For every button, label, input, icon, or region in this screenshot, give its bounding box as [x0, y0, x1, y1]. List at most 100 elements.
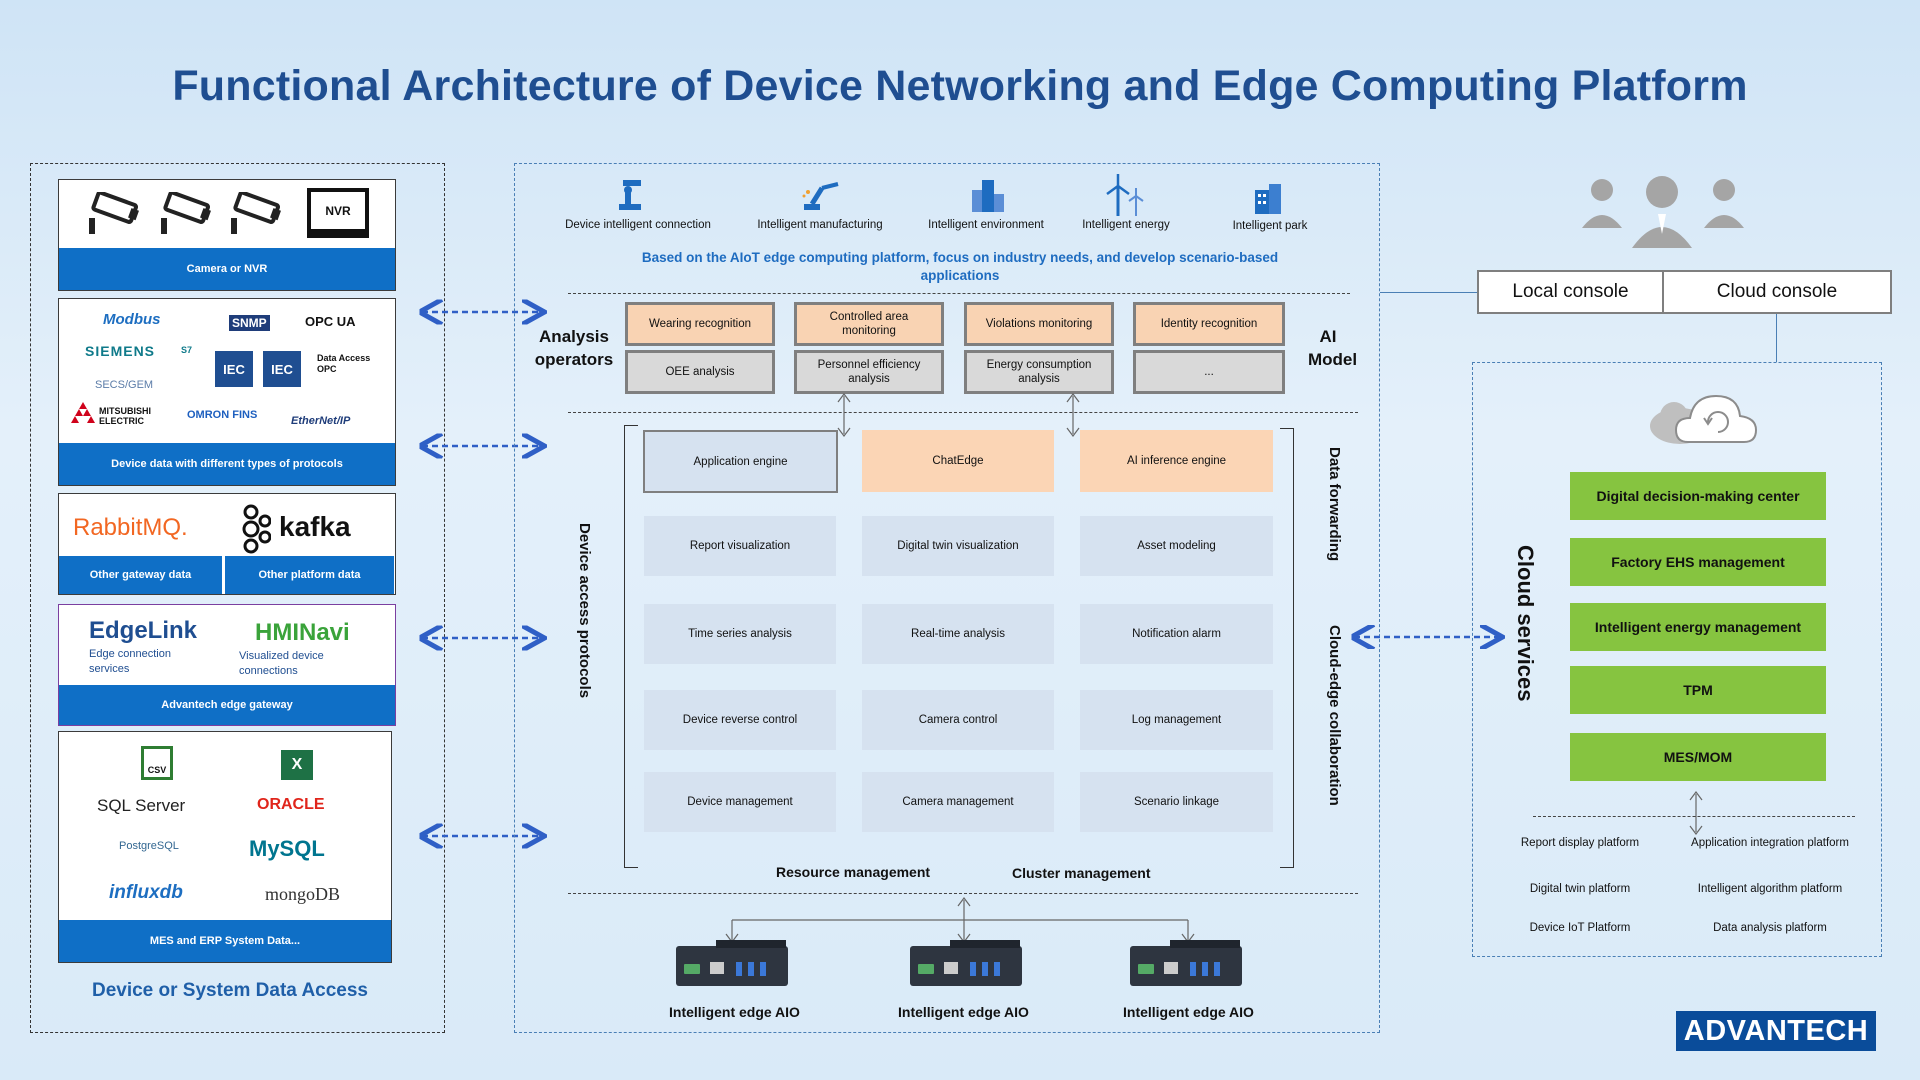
hminavi-logo: HMINavi [255, 619, 350, 646]
ethernetip-logo: EtherNet/IP [291, 415, 351, 427]
camera-icon [231, 192, 281, 234]
left-caption: Device or System Data Access [91, 980, 368, 1001]
cloud-edge-label: Cloud-edge collaboration [1326, 625, 1343, 806]
cloud-services-label: Cloud services [1513, 545, 1538, 702]
analysis-operators-label: Analysis operators [534, 327, 614, 369]
cluster-management-label: Cluster management [1012, 865, 1151, 881]
postgresql-logo: PostgreSQL [119, 840, 179, 852]
left-bracket [624, 425, 638, 868]
robot-arm-icon [619, 180, 641, 210]
rabbitmq-logo: RabbitMQ. [73, 514, 188, 541]
cloud-edge-arrow [1348, 625, 1508, 649]
cell-asset-modeling: Asset modeling [1080, 516, 1273, 576]
cell-device-reverse-control: Device reverse control [644, 690, 836, 750]
office-buildings-icon [1255, 184, 1281, 214]
operator-link-arrows [837, 393, 1080, 437]
operator-personnel: Personnel efficiency analysis [794, 350, 944, 394]
divider-1 [568, 293, 1350, 294]
operator-identity: Identity recognition [1133, 302, 1285, 346]
cloud-console-link-line [1776, 314, 1777, 362]
influxdb-logo: influxdb [109, 882, 183, 903]
edge-device-label-1: Intelligent edge AIO [669, 1004, 800, 1020]
gateway-card-footer: Advantech edge gateway [59, 685, 395, 725]
city-buildings-icon [972, 180, 1004, 212]
opcua-logo: OPC UA [305, 314, 356, 329]
siemens-logo: SIEMENS [85, 343, 156, 359]
ai-model-label: AI Model [1308, 327, 1358, 369]
camera-icon [89, 192, 139, 234]
service-mes-mom: MES/MOM [1570, 733, 1826, 781]
sqlserver-logo: SQL Server [97, 796, 186, 815]
application-engine: Application engine [643, 430, 838, 493]
device-access-label: Device access protocols [576, 523, 593, 699]
kafka-logo: kafka [279, 511, 351, 542]
operator-energy: Energy consumption analysis [964, 350, 1114, 394]
operator-oee: OEE analysis [625, 350, 775, 394]
center-panel [514, 163, 1380, 1033]
users-icon [1582, 176, 1744, 248]
operator-more: ... [1133, 350, 1285, 394]
wind-turbine-icon [1106, 174, 1144, 216]
edge-device-1 [676, 940, 788, 986]
cell-scenario-linkage: Scenario linkage [1080, 772, 1273, 832]
operator-controlled-area: Controlled area monitoring [794, 302, 944, 346]
iec-logo: IEC [215, 351, 253, 387]
scenario-label-5: Intelligent park [1232, 220, 1308, 232]
cell-device-management: Device management [644, 772, 836, 832]
platform-device-iot: Device IoT Platform [1529, 922, 1631, 934]
divider-3 [568, 893, 1358, 894]
camera-card-footer: Camera or NVR [59, 248, 395, 290]
camera-card: NVR Camera or NVR [58, 179, 396, 291]
cloud-console-button[interactable]: Cloud console [1662, 270, 1892, 314]
camera-icon [161, 192, 211, 234]
left-panel [30, 163, 445, 1033]
edge-device-2 [910, 940, 1022, 986]
edgelink-desc: Edge connection services [89, 648, 171, 675]
mitsubishi-icon [71, 402, 95, 423]
middleware-footer-left: Other gateway data [59, 556, 222, 594]
resource-management-label: Resource management [776, 864, 931, 880]
ai-inference-engine: AI inference engine [1080, 430, 1273, 492]
excel-icon: X [281, 750, 313, 780]
cell-report-visualization: Report visualization [644, 516, 836, 576]
platform-application-integration: Application integration platform [1691, 837, 1849, 849]
chatedge-engine: ChatEdge [862, 430, 1054, 492]
middleware-card: RabbitMQ. kafka Other gateway data Other… [58, 493, 396, 595]
platform-divider [1533, 816, 1855, 817]
opc-da-logo: Data Access OPC [317, 353, 371, 374]
database-card: CSV X SQL Server ORACLE PostgreSQL MySQL… [58, 731, 392, 963]
console-link-line [1380, 292, 1477, 293]
hminavi-desc: Visualized device connections [239, 650, 324, 677]
platform-intelligent-algorithm: Intelligent algorithm platform [1697, 883, 1843, 895]
platform-report-display: Report display platform [1520, 837, 1640, 849]
cell-camera-control: Camera control [862, 690, 1054, 750]
csv-icon: CSV [141, 746, 173, 780]
cell-notification-alarm: Notification alarm [1080, 604, 1273, 664]
divider-2 [568, 412, 1358, 413]
snmp-logo: SNMP [229, 315, 270, 331]
operator-wearing-recognition: Wearing recognition [625, 302, 775, 346]
scenario-label-4: Intelligent energy [1082, 219, 1170, 231]
cloud-sync-icon [1650, 394, 1758, 444]
gateway-card: EdgeLink Edge connection services HMINav… [58, 604, 396, 726]
page-title: Functional Architecture of Device Networ… [172, 62, 1748, 110]
cell-digital-twin-visualization: Digital twin visualization [862, 516, 1054, 576]
local-console-button[interactable]: Local console [1477, 270, 1664, 314]
protocol-card-footer: Device data with different types of prot… [59, 443, 395, 485]
services-platform-arrow [1689, 791, 1703, 835]
cell-real-time-analysis: Real-time analysis [862, 604, 1054, 664]
right-bracket [1280, 428, 1294, 868]
cell-time-series-analysis: Time series analysis [644, 604, 836, 664]
oracle-logo: ORACLE [257, 796, 325, 813]
device-tree-arrows [725, 897, 1195, 943]
database-card-footer: MES and ERP System Data... [59, 920, 391, 962]
mysql-logo: MySQL [249, 836, 325, 861]
edge-device-label-2: Intelligent edge AIO [898, 1004, 1029, 1020]
scenario-label-3: Intelligent environment [928, 219, 1044, 231]
edge-device-3 [1130, 940, 1242, 986]
cell-log-management: Log management [1080, 690, 1273, 750]
mitsubishi-logo: MITSUBISHI ELECTRIC [99, 406, 152, 426]
operator-violations: Violations monitoring [964, 302, 1114, 346]
modbus-logo: Modbus [103, 311, 161, 328]
scenario-label-2: Intelligent manufacturing [757, 219, 883, 231]
